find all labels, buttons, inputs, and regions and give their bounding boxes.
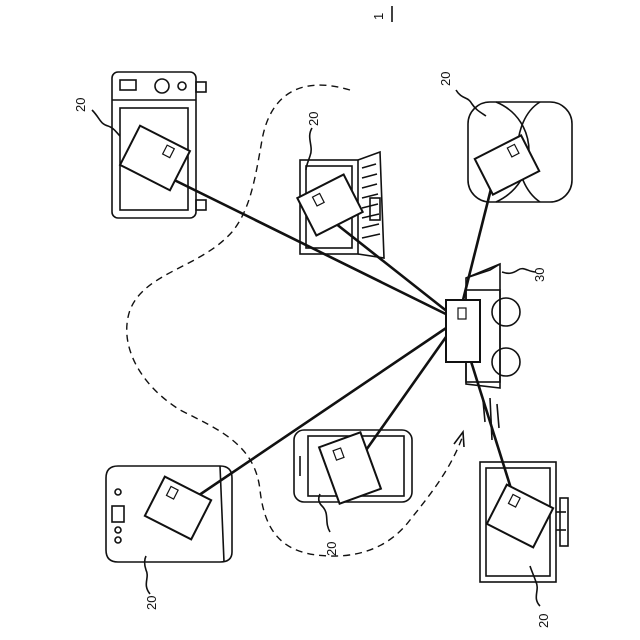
washing-machine-ref-number: 20 bbox=[144, 596, 159, 610]
microwave-ref-label: 20 bbox=[73, 98, 120, 136]
laptop-ref-number: 20 bbox=[306, 112, 321, 126]
appliance-top-right-ref-label: 20 bbox=[438, 72, 486, 116]
television-card bbox=[487, 485, 553, 548]
hub-robot-ref-number: 30 bbox=[532, 268, 547, 282]
appliance-top-right-ref-number: 20 bbox=[438, 72, 453, 86]
television-ref-number: 20 bbox=[536, 614, 551, 628]
microwave-ref-number: 20 bbox=[73, 98, 88, 112]
appliance-top-right-card bbox=[475, 135, 539, 194]
hub-robot-ref-label: 30 bbox=[502, 268, 547, 282]
figure-number-text: 1 bbox=[371, 13, 386, 20]
microwave-card bbox=[120, 126, 190, 191]
hub-card bbox=[446, 300, 480, 362]
washing-machine-ref-label: 20 bbox=[144, 556, 159, 610]
washing-machine-card bbox=[145, 477, 211, 540]
figure-number: 1 bbox=[371, 6, 392, 22]
smartphone-ref-number: 20 bbox=[324, 542, 339, 556]
smartphone-ref-label: 20 bbox=[319, 494, 339, 556]
laptop-ref-label: 20 bbox=[306, 112, 321, 170]
laptop-card bbox=[297, 174, 362, 235]
